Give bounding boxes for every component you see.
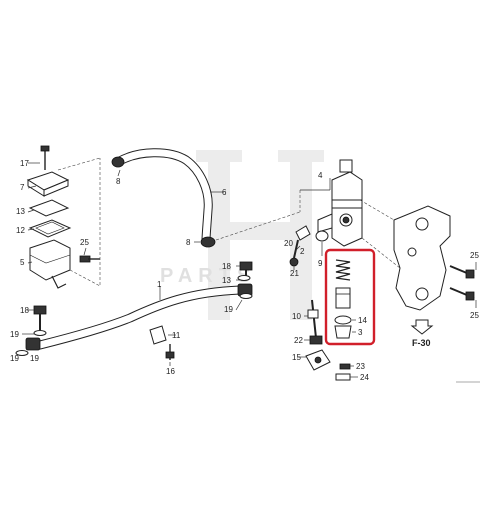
callout-17: 17	[20, 159, 29, 168]
master-cylinder-4	[317, 159, 363, 247]
callout-8a: 8	[116, 177, 121, 186]
callout-13a: 13	[16, 207, 25, 216]
piston	[335, 287, 351, 309]
reservoir-assembly	[26, 145, 100, 289]
bolt-25-right-top	[449, 265, 475, 279]
callout-4: 4	[318, 171, 323, 180]
o-ring-9	[315, 230, 329, 242]
joint-15	[305, 349, 331, 371]
reservoir-hose-6	[111, 148, 216, 248]
washer-19-right	[239, 293, 253, 299]
bleeder-screw-20	[289, 225, 311, 267]
callout-15: 15	[292, 353, 301, 362]
spring	[335, 259, 351, 281]
callout-10: 10	[292, 312, 301, 321]
callout-19d: 19	[224, 305, 233, 314]
callout-14: 14	[358, 316, 367, 325]
reference-arrow	[410, 319, 434, 335]
banjo-bolt-18-left	[15, 305, 47, 356]
cup-3	[334, 325, 352, 339]
washer-19-b	[15, 350, 29, 356]
clip-23	[339, 363, 351, 370]
callout-25a: 25	[80, 238, 89, 247]
watermark-logo: PARTS	[160, 150, 324, 320]
callout-18b: 18	[222, 262, 231, 271]
callout-1: 1	[157, 280, 162, 289]
pin-24	[335, 373, 351, 381]
cap-21	[289, 257, 299, 267]
callout-19c: 19	[10, 354, 19, 363]
callout-16: 16	[166, 367, 175, 376]
piston-kit	[334, 259, 352, 339]
cup-14	[334, 315, 352, 325]
hose-clamp-11	[149, 325, 167, 345]
hose-clamp-8-top	[111, 156, 125, 168]
push-rod-10	[307, 299, 319, 339]
callout-8b: 8	[186, 238, 191, 247]
washer-19-a	[33, 330, 47, 336]
callout-20: 20	[284, 239, 293, 248]
callout-21: 21	[290, 269, 299, 278]
diaphragm-12	[28, 219, 72, 238]
screw-17-head	[40, 145, 50, 152]
hose-clamp-8-lower	[200, 236, 216, 248]
callout-9: 9	[318, 259, 323, 268]
callout-3: 3	[358, 328, 363, 337]
callout-25b: 25	[470, 251, 479, 260]
callout-24: 24	[360, 373, 369, 382]
callout-13b: 13	[222, 276, 231, 285]
washer-13-right	[237, 275, 251, 281]
callout-12: 12	[16, 226, 25, 235]
callout-6: 6	[222, 188, 227, 197]
callout-7: 7	[20, 183, 25, 192]
mounting-bracket	[393, 205, 451, 311]
callout-23: 23	[356, 362, 365, 371]
callout-25c: 25	[470, 311, 479, 320]
callout-2: 2	[300, 247, 305, 256]
callout-18a: 18	[20, 306, 29, 315]
banjo-bolt-18-right	[237, 261, 253, 299]
callout-5: 5	[20, 258, 25, 267]
brake-hose-1	[25, 283, 253, 360]
bolt-25-right-bottom	[449, 287, 475, 301]
hose-fitting-left	[25, 337, 41, 351]
plate-13	[28, 199, 70, 217]
reference-f30: F-30	[412, 338, 431, 348]
callout-11: 11	[172, 331, 181, 340]
reservoir-5	[29, 239, 71, 281]
callout-19a: 19	[10, 330, 19, 339]
callout-19b: 19	[30, 354, 39, 363]
nut-22	[309, 335, 323, 345]
highlight-piston-kit	[324, 248, 376, 346]
watermark-text: PARTS	[160, 265, 256, 287]
callout-22: 22	[294, 336, 303, 345]
